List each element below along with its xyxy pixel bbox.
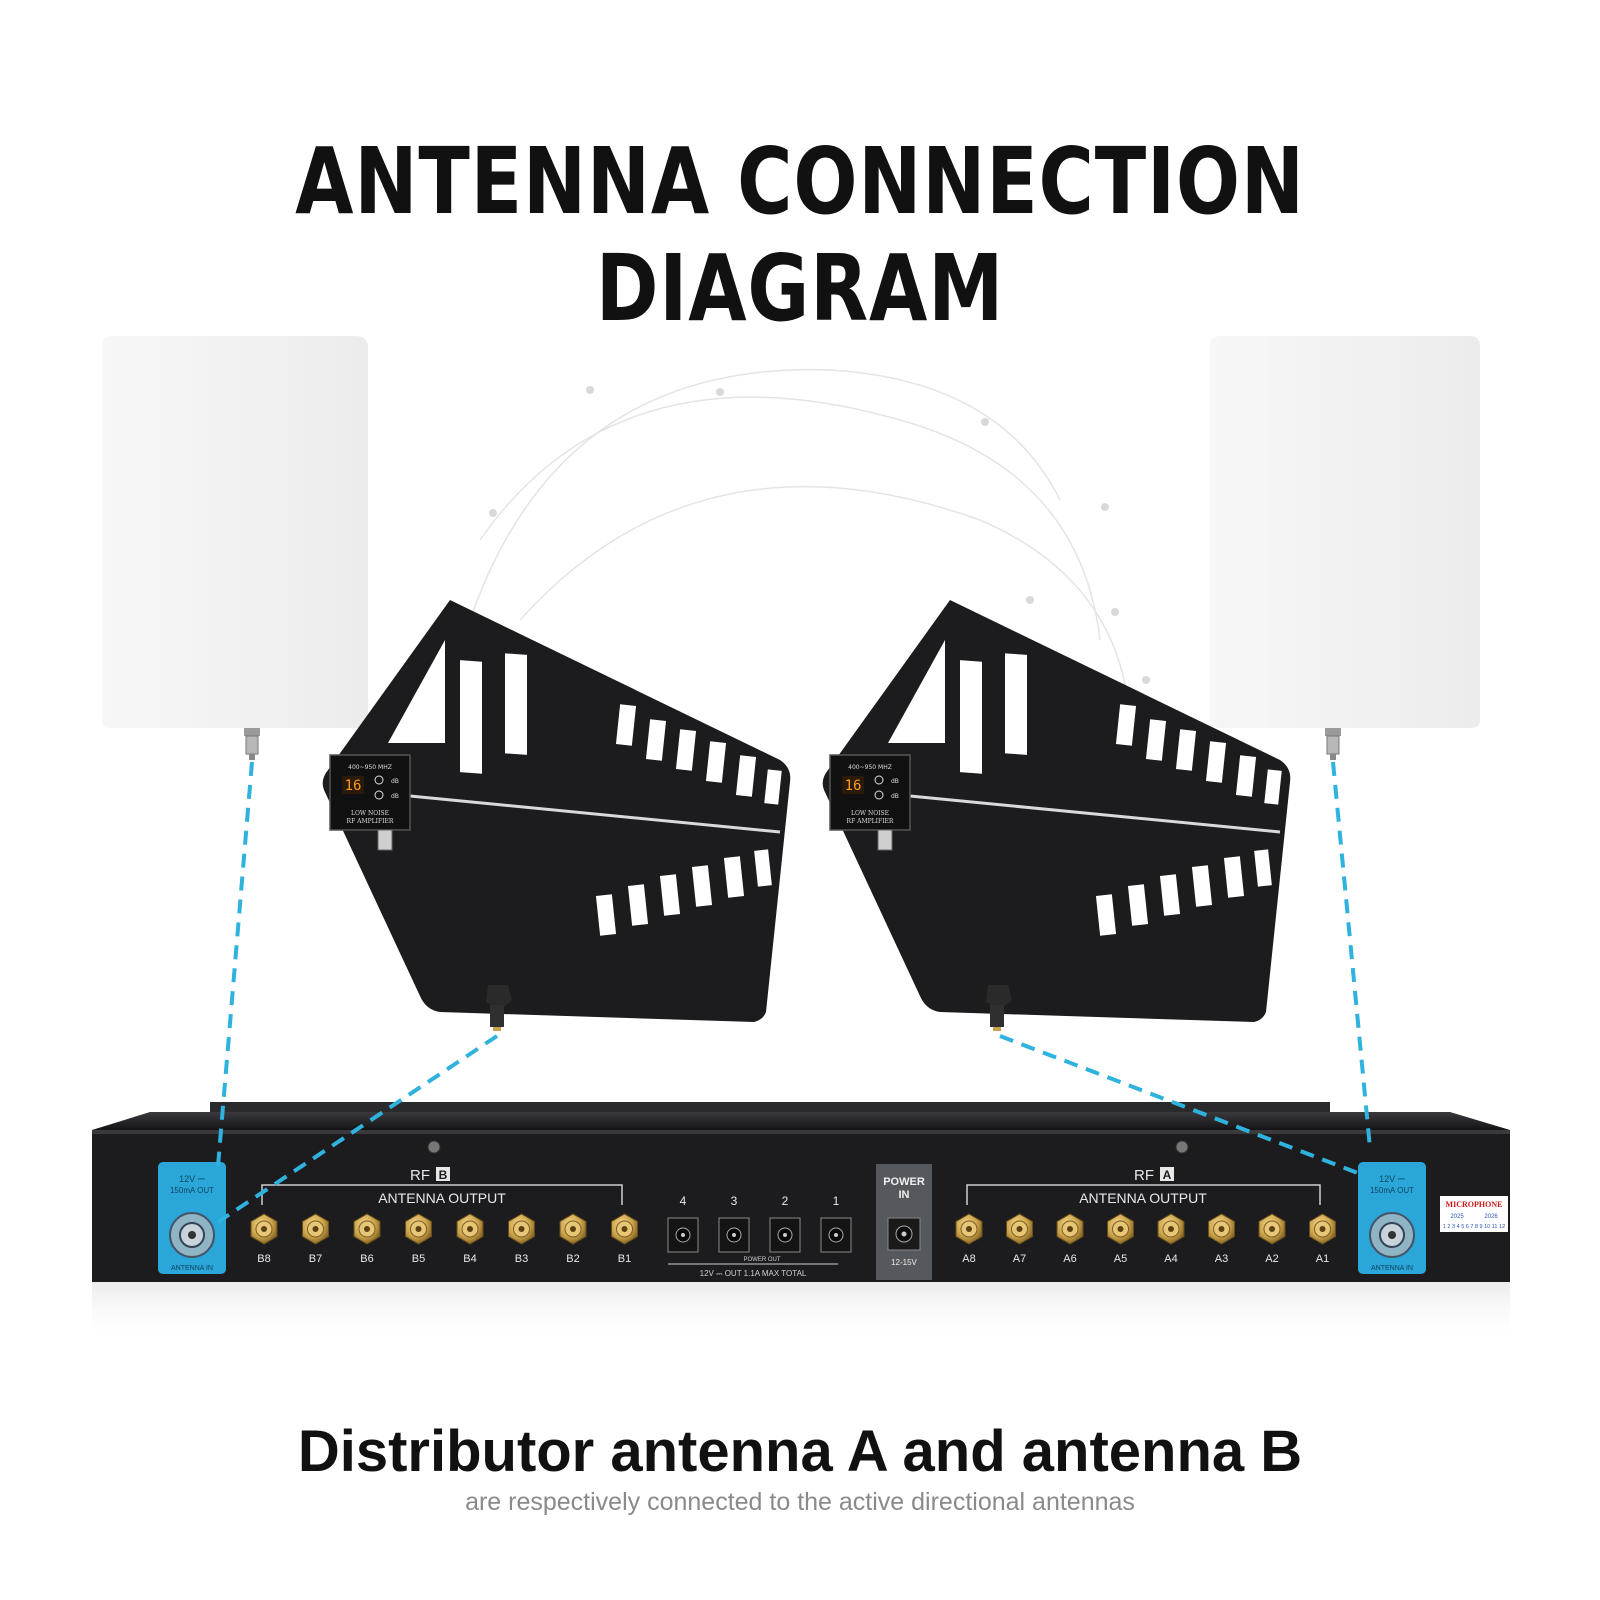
amp-label-2-right: RF AMPLIFIER — [847, 818, 894, 825]
gain-down-icon — [874, 790, 884, 800]
antenna-distributor: 12V ⎓ 150mA OUT ANTENNA IN RF B ANTENNA … — [92, 1102, 1510, 1342]
rf-a-port-a2[interactable]: A2 — [1258, 1213, 1286, 1265]
connection-right-panel — [1331, 761, 1372, 1149]
rf-b-port-b7[interactable]: B7 — [302, 1213, 329, 1265]
power-out-group: 4 3 2 1 POWER OUT 12V ⎓ OUT 1.1A MAX TOTAL — [667, 1194, 852, 1278]
rf-a-port-a1[interactable]: A1 — [1309, 1213, 1336, 1265]
rf-a-group: RF A ANTENNA OUTPUT A8 A7 A6 A5 A4 A3 A2 A1 — [955, 1167, 1336, 1265]
rf-b-port-b4[interactable]: B4 — [456, 1213, 484, 1265]
rf-b-port-label: B8 — [257, 1253, 270, 1265]
rf-a-port-a5[interactable]: A5 — [1107, 1213, 1134, 1265]
rf-b-port-label: B1 — [618, 1253, 631, 1265]
power-out-jack-2[interactable]: 2 — [769, 1194, 801, 1253]
subtitle: Distributor antenna A and antenna B — [297, 1419, 1303, 1484]
rf-b-port-label: B5 — [412, 1253, 425, 1265]
rf-a-port-a8[interactable]: A8 — [955, 1213, 983, 1265]
antenna-in-left[interactable]: 12V ⎓ 150mA OUT ANTENNA IN — [158, 1162, 226, 1274]
antenna-in-right[interactable]: 12V ⎓ 150mA OUT ANTENNA IN — [1358, 1162, 1426, 1274]
power-out-jack-4[interactable]: 4 — [667, 1194, 699, 1253]
panel-antenna-right — [1210, 336, 1480, 760]
rf-a-port-label: A8 — [962, 1253, 975, 1265]
caption: are respectively connected to the active… — [465, 1488, 1135, 1516]
rf-b-port-b8[interactable]: B8 — [250, 1213, 278, 1265]
rf-a-sublabel: ANTENNA OUTPUT — [1079, 1190, 1207, 1206]
antenna-in-right-spec-2: 150mA OUT — [1370, 1186, 1414, 1195]
rf-b-port-label: B2 — [566, 1253, 579, 1265]
power-out-number: 3 — [731, 1194, 738, 1208]
rf-a-port-label: A6 — [1063, 1253, 1076, 1265]
rf-a-port-a7[interactable]: A7 — [1006, 1213, 1033, 1265]
gain-display: 16 — [345, 778, 362, 794]
gain-unit-down-right: dB — [891, 793, 899, 800]
rf-b-group: RF B ANTENNA OUTPUT B8 B7 B6 B5 B4 B3 B2 B1 — [250, 1167, 638, 1265]
antenna-in-right-spec-1: 12V ⎓ — [1379, 1174, 1405, 1184]
amp-label-2: RF AMPLIFIER — [347, 818, 394, 825]
rf-b-letter: B — [439, 1168, 448, 1182]
rf-a-label: RF — [1134, 1167, 1154, 1184]
antenna-in-left-spec-2: 150mA OUT — [170, 1186, 214, 1195]
power-out-footer: 12V ⎓ OUT 1.1A MAX TOTAL — [700, 1269, 807, 1278]
rf-b-port-label: B6 — [360, 1253, 373, 1265]
gain-display-right: 16 — [845, 778, 862, 794]
rf-a-port-label: A7 — [1013, 1253, 1026, 1265]
sticker-digits: 1 2 3 4 5 6 7 8 9 10 11 12 — [1443, 1224, 1505, 1230]
power-in-label-2: IN — [899, 1189, 910, 1201]
background-network — [469, 368, 1150, 721]
sticker-year-2: 2026 — [1484, 1214, 1498, 1220]
freq-range-label-right: 400~950 MHZ — [848, 764, 892, 771]
power-out-number: 4 — [680, 1194, 687, 1208]
rf-a-port-a4[interactable]: A4 — [1157, 1213, 1185, 1265]
power-out-jack-3[interactable]: 3 — [718, 1194, 750, 1253]
rf-b-port-b1[interactable]: B1 — [611, 1213, 638, 1265]
rf-b-port-label: B7 — [309, 1253, 322, 1265]
rf-a-port-label: A2 — [1265, 1253, 1278, 1265]
sticker-title: MICROPHONE — [1446, 1200, 1503, 1209]
power-in-group[interactable]: POWER IN 12-15V — [876, 1164, 932, 1280]
microphone-sticker: MICROPHONE 2025 2026 1 2 3 4 5 6 7 8 9 1… — [1440, 1196, 1508, 1232]
rf-b-port-label: B4 — [463, 1253, 476, 1265]
rf-b-port-b5[interactable]: B5 — [405, 1213, 432, 1265]
antenna-in-left-label: ANTENNA IN — [171, 1265, 213, 1272]
gain-unit-down: dB — [391, 793, 399, 800]
amp-label-1: LOW NOISE — [351, 810, 389, 817]
directional-antenna-right: 16 400~950 MHZ dB dB LOW NOISE RF AMPLIF… — [822, 600, 1291, 1031]
rf-b-port-b2[interactable]: B2 — [559, 1213, 587, 1265]
power-in-voltage: 12-15V — [891, 1258, 917, 1267]
rf-b-port-b3[interactable]: B3 — [508, 1213, 535, 1265]
panel-antenna-left — [102, 336, 368, 760]
rf-a-port-a3[interactable]: A3 — [1208, 1213, 1235, 1265]
gain-up-icon — [374, 775, 384, 785]
rf-a-port-a6[interactable]: A6 — [1056, 1213, 1084, 1265]
gain-unit-up-right: dB — [891, 778, 899, 785]
rf-a-port-label: A1 — [1316, 1253, 1329, 1265]
power-in-label-1: POWER — [883, 1176, 925, 1188]
connection-left-directional — [216, 1034, 499, 1224]
gain-unit-up: dB — [391, 778, 399, 785]
connection-lines — [216, 761, 1372, 1224]
rf-a-port-label: A4 — [1164, 1253, 1177, 1265]
directional-antenna-left: 16 400~950 MHZ dB dB LOW NOISE RF AMPLIF… — [322, 600, 791, 1031]
power-out-label: POWER OUT — [744, 1257, 781, 1263]
power-out-number: 2 — [782, 1194, 789, 1208]
power-out-number: 1 — [833, 1194, 840, 1208]
amp-label-1-right: LOW NOISE — [851, 810, 889, 817]
connection-right-directional — [999, 1034, 1364, 1177]
rf-a-port-label: A3 — [1215, 1253, 1228, 1265]
gain-up-icon — [874, 775, 884, 785]
rf-b-label: RF — [410, 1167, 430, 1184]
rf-b-sublabel: ANTENNA OUTPUT — [378, 1190, 506, 1206]
freq-range-label: 400~950 MHZ — [348, 764, 392, 771]
power-out-jack-1[interactable]: 1 — [820, 1194, 852, 1253]
antenna-in-left-spec-1: 12V ⎓ — [179, 1174, 205, 1184]
gain-down-icon — [374, 790, 384, 800]
rf-b-port-label: B3 — [515, 1253, 528, 1265]
sticker-year-1: 2025 — [1450, 1214, 1464, 1220]
rf-b-port-b6[interactable]: B6 — [353, 1213, 381, 1265]
rf-a-letter: A — [1163, 1168, 1172, 1182]
page-title: ANTENNA CONNECTION DIAGRAM — [295, 128, 1305, 342]
antenna-in-right-label: ANTENNA IN — [1371, 1265, 1413, 1272]
rf-a-port-label: A5 — [1114, 1253, 1127, 1265]
